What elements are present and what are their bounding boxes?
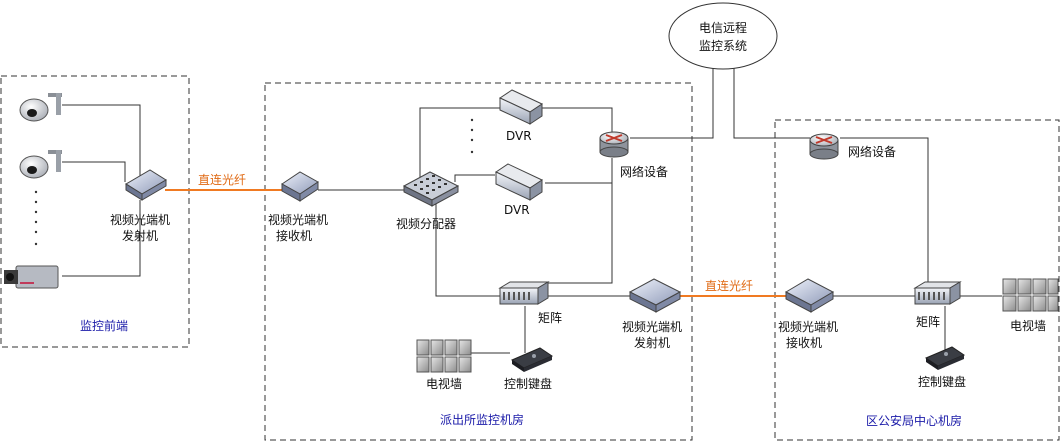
matrix-icon [498,281,550,305]
zone-station-label: 派出所监控机房 [440,412,524,427]
video-splitter-icon [402,171,460,207]
dvr2-label: DVR [504,203,530,217]
cloud-label-line2: 监控系统 [699,39,747,53]
tvwall2-label: 电视墙 [1010,318,1046,333]
ellipsis-dots [34,190,38,246]
router1-label: 网络设备 [620,164,668,179]
keyboard2-label: 控制键盘 [918,374,966,389]
cloud-label-line1: 电信远程 [699,20,747,35]
tv-wall-icon [416,339,472,373]
zone-district-box [774,119,1060,441]
box-camera-icon [4,265,59,289]
optical-transceiver-icon [125,169,167,201]
dome-camera-icon [19,150,62,179]
dvr-icon [498,89,544,125]
zone-station-box [264,82,693,441]
zone-front-box [0,75,190,348]
keyboard1-label: 控制键盘 [504,376,552,391]
rx2-label-line1: 视频光端机 [778,319,838,334]
tvwall1-label: 电视墙 [426,376,462,391]
tx1-label-line1: 视频光端机 [110,212,170,227]
rx1-label-line1: 视频光端机 [268,212,328,227]
tx2-label-line1: 视频光端机 [622,319,682,334]
dome-camera-icon [19,93,62,122]
dvr-icon [494,163,544,201]
optical-transceiver-icon [784,278,835,313]
router2-label: 网络设备 [848,144,896,159]
zone-district-label: 区公安局中心机房 [866,413,962,428]
tv-wall-icon [1002,278,1059,312]
optical-transceiver-icon [628,278,682,313]
splitter-label: 视频分配器 [396,216,456,231]
control-keyboard-icon [510,347,554,372]
ellipsis-dots-2 [470,118,474,154]
tx1-label-line2: 发射机 [122,228,158,243]
dvr1-label: DVR [506,129,532,143]
fiber-label-1: 直连光纤 [198,172,246,187]
router-icon [809,133,839,160]
control-keyboard-icon [924,346,966,370]
matrix-icon [913,281,962,305]
matrix2-label: 矩阵 [916,315,940,329]
zone-front-label: 监控前端 [80,318,128,333]
matrix1-label: 矩阵 [538,311,562,325]
rx2-label-line2: 接收机 [786,335,822,350]
wiring [62,68,1002,354]
cloud-icon [668,2,778,70]
tx2-label-line2: 发射机 [634,335,670,350]
optical-transceiver-icon [281,171,319,202]
fiber-label-2: 直连光纤 [705,278,753,293]
rx1-label-line2: 接收机 [276,228,312,243]
router-icon [599,131,629,158]
